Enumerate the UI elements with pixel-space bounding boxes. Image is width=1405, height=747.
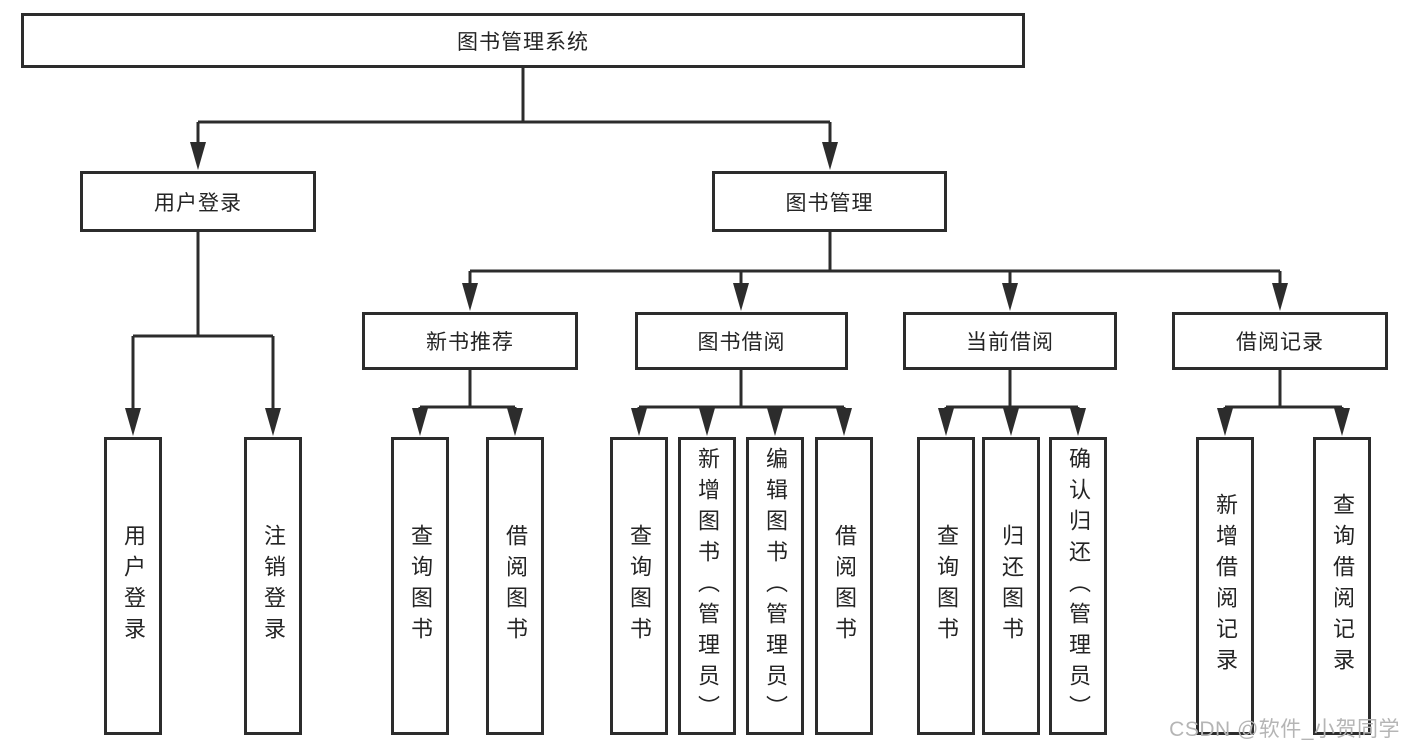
leaf-current-confirm-return-admin: 确认归还（管理员） bbox=[1049, 437, 1107, 735]
leaf-user-login: 用户登录 bbox=[104, 437, 162, 735]
leaf-borrowing-add-books-admin: 新增图书（管理员） bbox=[678, 437, 736, 735]
leaf-current-query-books: 查询图书 bbox=[917, 437, 975, 735]
node-user-login: 用户登录 bbox=[80, 171, 316, 232]
node-library-system: 图书管理系统 bbox=[21, 13, 1025, 68]
node-borrowing-records: 借阅记录 bbox=[1172, 312, 1388, 370]
leaf-borrowing-borrow-books: 借阅图书 bbox=[815, 437, 873, 735]
node-book-borrowing: 图书借阅 bbox=[635, 312, 848, 370]
leaf-borrowing-query-books: 查询图书 bbox=[610, 437, 668, 735]
leaf-records-query-record: 查询借阅记录 bbox=[1313, 437, 1371, 735]
node-current-borrowing: 当前借阅 bbox=[903, 312, 1117, 370]
csdn-watermark: CSDN @软件_小贺同学 bbox=[1169, 718, 1400, 741]
leaf-recommend-query-books: 查询图书 bbox=[391, 437, 449, 735]
leaf-recommend-borrow-books: 借阅图书 bbox=[486, 437, 544, 735]
node-new-book-recommend: 新书推荐 bbox=[362, 312, 578, 370]
leaf-current-return-books: 归还图书 bbox=[982, 437, 1040, 735]
leaf-logout: 注销登录 bbox=[244, 437, 302, 735]
leaf-borrowing-edit-books-admin: 编辑图书（管理员） bbox=[746, 437, 804, 735]
leaf-records-add-record: 新增借阅记录 bbox=[1196, 437, 1254, 735]
connector-paths bbox=[131, 68, 1344, 416]
node-book-management: 图书管理 bbox=[712, 171, 947, 232]
